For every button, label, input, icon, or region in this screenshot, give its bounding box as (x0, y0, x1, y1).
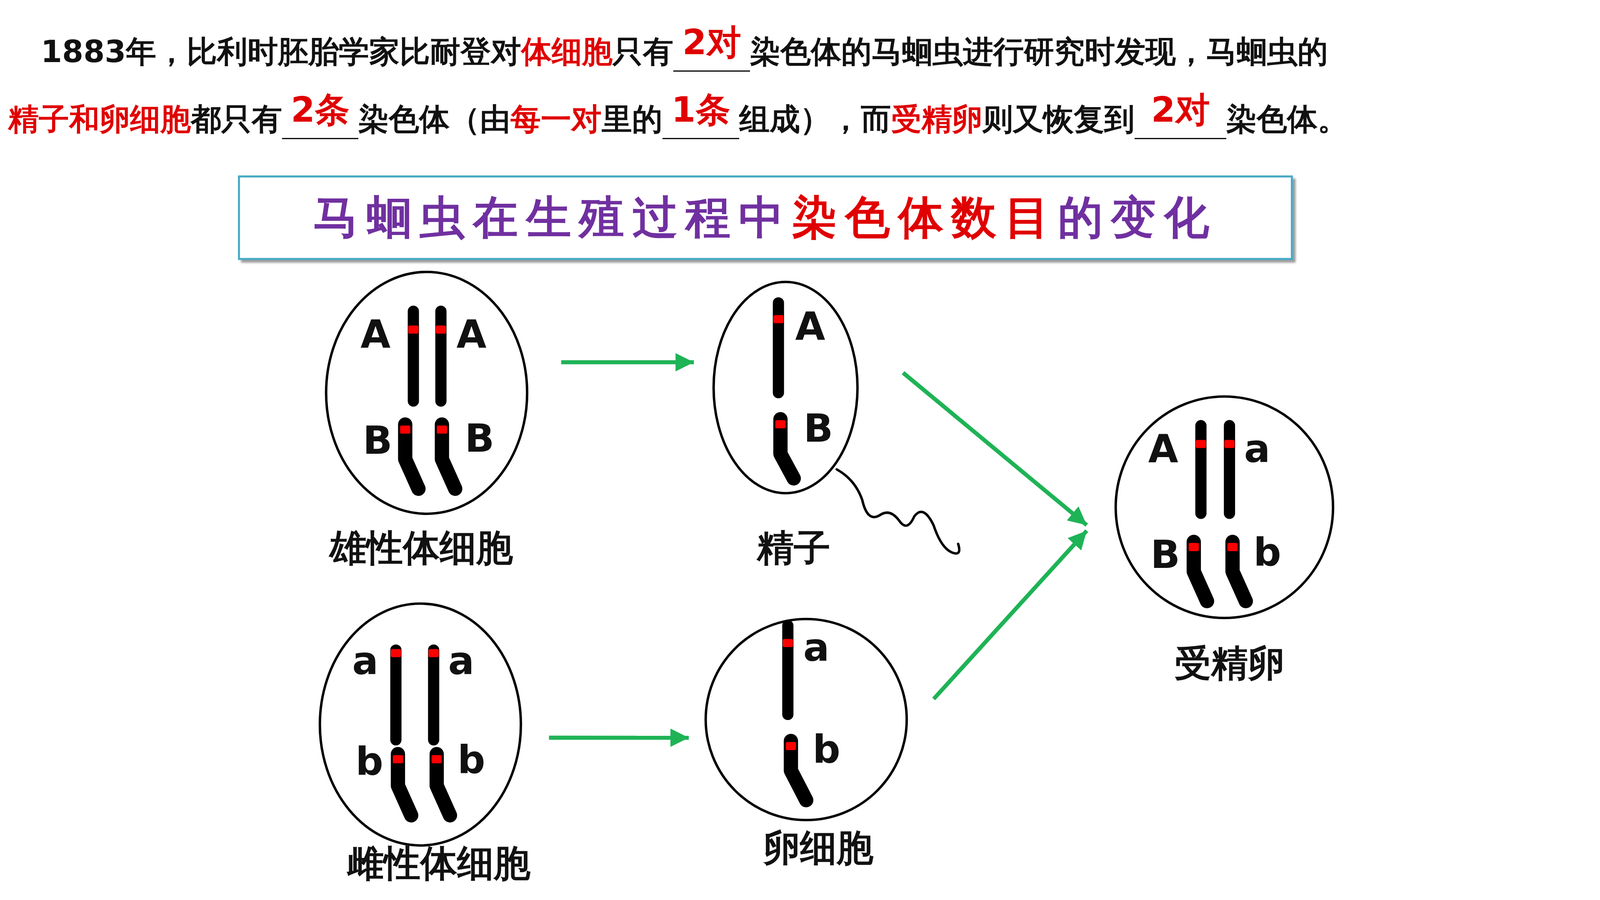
centromere (1188, 542, 1199, 552)
cell-label: 雄性体细胞 (329, 529, 513, 567)
cell-ellipse (320, 603, 521, 846)
key-term: 精子和卵细胞 (8, 101, 191, 137)
answer-blank: 2对 (1134, 97, 1227, 140)
long-chromosome (435, 311, 447, 402)
gene-letter: A (1148, 429, 1179, 469)
centromere (428, 649, 439, 658)
green-arrow (549, 735, 690, 740)
long-chromosome (427, 650, 440, 740)
cell-outline (1114, 395, 1335, 620)
long-chromosome (1224, 425, 1236, 514)
title-text: 马蛔虫在生殖过程中染色体数目的变化 (313, 187, 1218, 249)
gene-letter: a (1244, 429, 1271, 469)
title-box: 马蛔虫在生殖过程中染色体数目的变化 (237, 175, 1293, 260)
cell-outline (712, 280, 860, 495)
long-chromosome (407, 311, 419, 402)
gene-letter: b (812, 730, 841, 770)
answer-text: 2对 (682, 22, 742, 63)
sperm-tail (836, 469, 960, 554)
answer-text: 2对 (1151, 89, 1210, 130)
cell-ellipse (325, 272, 527, 514)
key-term: 受精卵 (891, 101, 983, 137)
answer-text: 1条 (671, 89, 731, 130)
cell-ellipse (705, 618, 907, 820)
cell-node: ab卵细胞 (704, 617, 909, 822)
cell-outline (324, 270, 529, 516)
centromere (392, 755, 403, 764)
paragraph-text: 里的 (601, 101, 663, 137)
text-line: 精子和卵细胞都只有2条染色体（由每一对里的1条组成），而受精卵则又恢复到2对染色… (8, 97, 1349, 141)
cell-label: 受精卵 (1174, 645, 1285, 682)
centromere (773, 315, 784, 324)
centromere (435, 325, 446, 334)
paragraph-text: 组成），而 (739, 101, 892, 137)
centromere (1195, 440, 1206, 449)
centromere (1224, 440, 1235, 449)
centromere (390, 649, 401, 658)
short-chromosome (441, 424, 455, 489)
cell-label: 卵细胞 (763, 829, 874, 867)
paragraph-text: 染色体（由 (358, 101, 511, 137)
gene-letter: a (352, 641, 379, 681)
centromere (431, 755, 442, 764)
title-part: 染色体数目 (792, 190, 1058, 244)
paragraph-text: 只有 (612, 33, 674, 70)
gene-letter: a (803, 628, 830, 668)
paragraph-text: 1883年，比利时胚胎学家比耐登对 (40, 33, 522, 70)
paragraph-text: 都只有 (190, 101, 283, 137)
long-chromosome (772, 302, 785, 393)
key-term: 体细胞 (521, 33, 613, 70)
gene-letter: A (795, 307, 825, 346)
short-chromosome (405, 424, 419, 489)
centromere (408, 325, 419, 334)
text-line: 1883年，比利时胚胎学家比耐登对体细胞只有2对染色体的马蛔虫进行研究时发现，马… (40, 30, 1328, 73)
paragraph-text: 染色体。 (1226, 101, 1348, 137)
cell-ellipse (1115, 396, 1334, 618)
paragraph-text: 染色体的马蛔虫进行研究时发现，马蛔虫的 (750, 33, 1328, 70)
answer-blank: 2对 (673, 30, 750, 72)
answer-text: 2条 (290, 89, 350, 130)
gene-letter: B (465, 419, 495, 459)
gene-letter: B (803, 409, 834, 448)
paragraph-text: 则又恢复到 (982, 101, 1135, 137)
title-part: 马蛔虫在生殖过程中 (313, 190, 792, 244)
gene-letter: B (1150, 535, 1180, 575)
cell-label: 雌性体细胞 (347, 845, 531, 882)
centromere (775, 420, 786, 429)
cell-ellipse (713, 282, 858, 494)
green-arrow (902, 372, 1087, 526)
gene-letter: a (448, 641, 475, 681)
cell-node: AABB雄性体细胞 (324, 270, 529, 516)
cell-node: AaBb受精卵 (1114, 395, 1335, 620)
short-chromosome (436, 754, 450, 816)
gene-letter: B (362, 421, 393, 460)
short-chromosome (397, 754, 412, 816)
gene-letter: b (457, 740, 486, 780)
title-part: 的变化 (1057, 190, 1218, 244)
long-chromosome (1195, 425, 1207, 514)
long-chromosome (390, 650, 402, 740)
long-chromosome (782, 625, 794, 715)
cell-label: 精子 (757, 529, 831, 567)
centromere (1227, 542, 1238, 552)
green-arrow (933, 530, 1087, 700)
answer-blank: 2条 (282, 97, 359, 140)
gene-letter: b (1253, 533, 1282, 573)
green-arrow (561, 360, 694, 365)
gene-letter: A (360, 315, 391, 355)
centromere (782, 638, 793, 648)
cell-node: aabb雌性体细胞 (318, 602, 523, 848)
cell-outline (318, 602, 523, 848)
centromere (436, 425, 447, 434)
gene-letter: b (355, 742, 384, 782)
cell-node: AB精子 (712, 280, 860, 495)
centromere (785, 741, 796, 750)
key-term: 每一对 (510, 101, 602, 137)
centromere (400, 425, 410, 434)
answer-blank: 1条 (662, 97, 740, 140)
gene-letter: A (456, 315, 487, 355)
